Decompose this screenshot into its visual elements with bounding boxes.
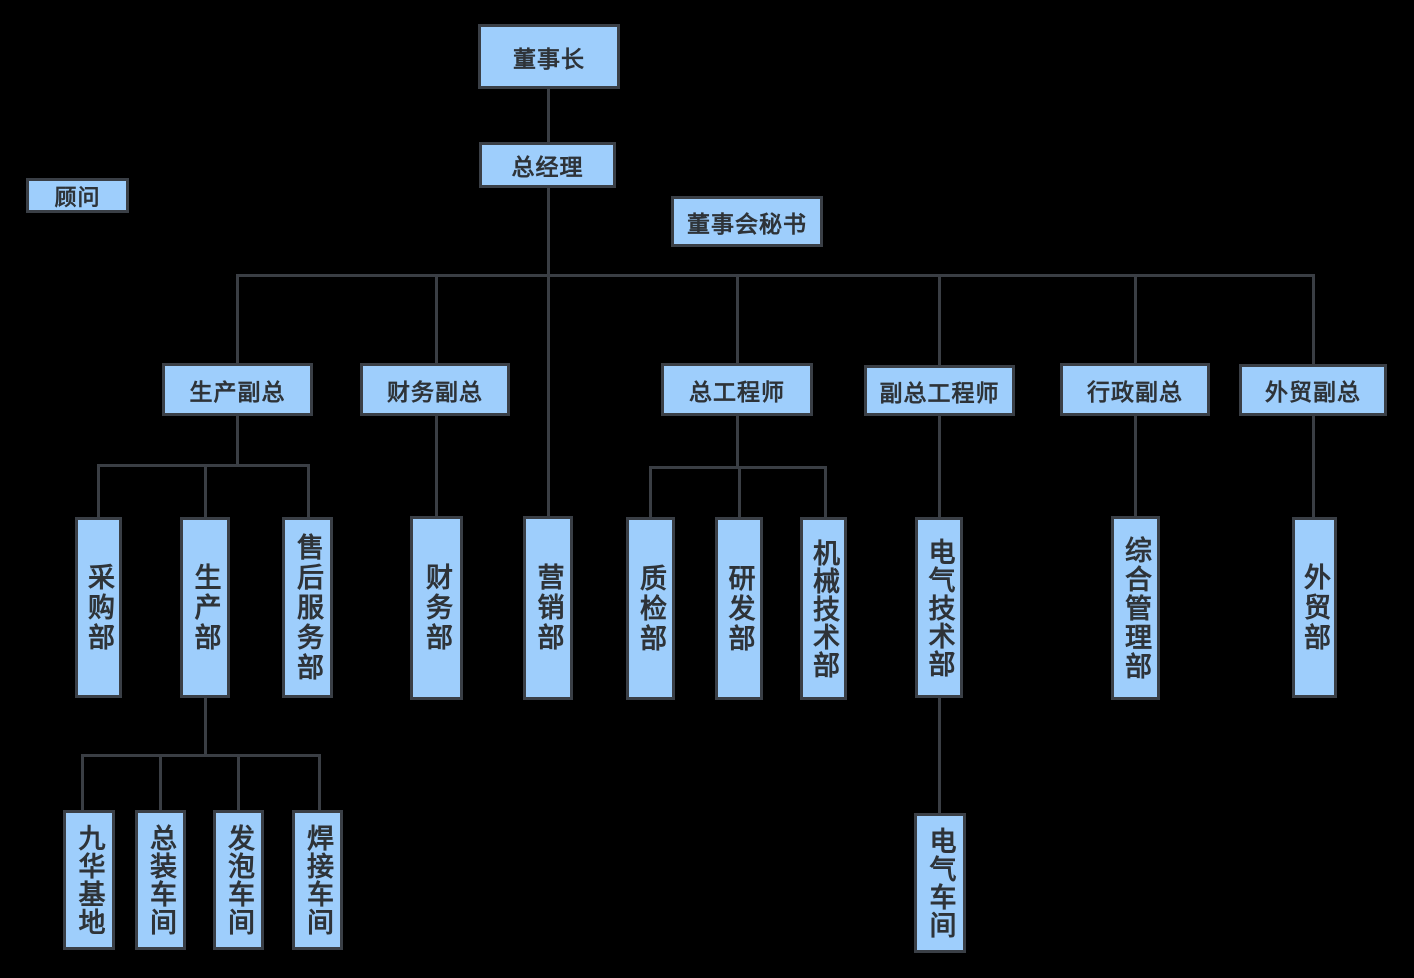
- connector-line: [97, 464, 310, 467]
- connector-line: [97, 464, 100, 518]
- node-advisor[interactable]: 顾问: [26, 178, 129, 213]
- connector-line: [824, 466, 827, 518]
- node-quality-dept[interactable]: 质检部: [626, 517, 675, 700]
- connector-line: [318, 754, 321, 811]
- connector-line: [307, 464, 310, 518]
- node-foreign-trade-dept[interactable]: 外贸部: [1292, 517, 1337, 698]
- node-elec-tech-dept[interactable]: 电气技术部: [915, 517, 963, 698]
- connector-line: [435, 415, 438, 517]
- node-electrical-workshop[interactable]: 电气车间: [914, 813, 966, 953]
- node-general-manager[interactable]: 总经理: [479, 142, 616, 188]
- node-production-dept[interactable]: 生产部: [180, 517, 230, 698]
- node-jiuhua-base[interactable]: 九华基地: [63, 810, 115, 950]
- node-marketing-dept[interactable]: 营销部: [523, 516, 573, 700]
- node-assembly-workshop[interactable]: 总装车间: [135, 810, 186, 950]
- node-after-sales-dept[interactable]: 售后服务部: [282, 517, 333, 698]
- connector-line: [938, 415, 941, 518]
- connector-line: [736, 274, 739, 364]
- connector-line: [81, 754, 321, 757]
- connector-line: [938, 697, 941, 814]
- connector-line: [738, 466, 741, 518]
- connector-line: [159, 754, 162, 811]
- connector-line: [1134, 415, 1137, 517]
- node-deputy-chief-engineer[interactable]: 副总工程师: [864, 365, 1015, 416]
- node-finance-vp[interactable]: 财务副总: [360, 363, 510, 416]
- connector-line: [435, 274, 438, 364]
- node-production-vp[interactable]: 生产副总: [162, 363, 313, 416]
- connector-line: [81, 754, 84, 811]
- connector-line: [204, 697, 207, 757]
- node-foaming-workshop[interactable]: 发泡车间: [213, 810, 264, 950]
- connector-line: [1312, 415, 1315, 518]
- node-mech-tech-dept[interactable]: 机械技术部: [800, 517, 847, 700]
- node-chairman[interactable]: 董事长: [478, 24, 620, 89]
- node-board-secretary[interactable]: 董事会秘书: [671, 196, 823, 247]
- connector-line: [547, 188, 550, 517]
- node-chief-engineer[interactable]: 总工程师: [661, 363, 813, 416]
- node-rnd-dept[interactable]: 研发部: [715, 517, 763, 700]
- connector-line: [547, 89, 550, 142]
- connector-line: [236, 274, 1315, 277]
- connector-line: [236, 274, 239, 364]
- connector-line: [1134, 274, 1137, 364]
- node-welding-workshop[interactable]: 焊接车间: [292, 810, 343, 950]
- connector-line: [1312, 274, 1315, 364]
- node-foreign-trade-vp[interactable]: 外贸副总: [1239, 364, 1387, 416]
- connector-line: [649, 466, 652, 518]
- connector-line: [236, 415, 239, 467]
- node-general-mgmt-dept[interactable]: 综合管理部: [1111, 516, 1160, 700]
- connector-line: [938, 274, 941, 366]
- node-finance-dept[interactable]: 财务部: [410, 516, 463, 700]
- connector-line: [237, 754, 240, 811]
- node-purchasing-dept[interactable]: 采购部: [75, 517, 122, 698]
- connector-line: [204, 464, 207, 518]
- node-admin-vp[interactable]: 行政副总: [1060, 363, 1210, 416]
- connector-line: [736, 415, 739, 469]
